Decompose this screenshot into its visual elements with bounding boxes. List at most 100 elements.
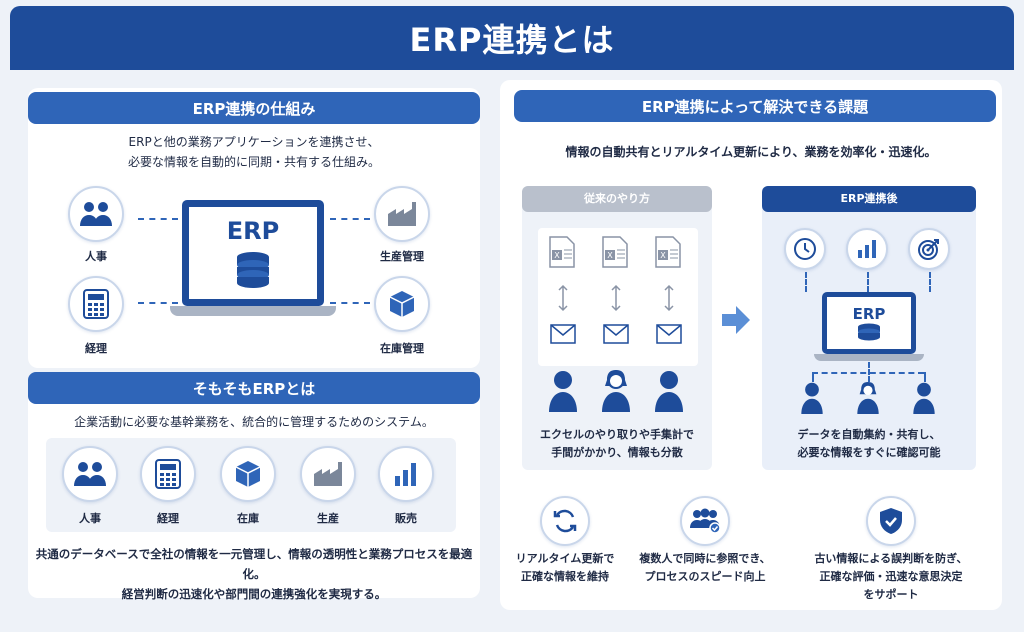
jinji-node bbox=[68, 186, 124, 242]
benefit-2-line3: をサポート bbox=[863, 588, 919, 601]
clock-icon bbox=[794, 238, 816, 260]
benefit-collab-text: 複数人で同時に参照でき、 プロセスのスピード向上 bbox=[624, 550, 786, 586]
benefit-decision-text: 古い情報による誤判断を防ぎ、 正確な評価・迅速な意思決定 をサポート bbox=[806, 550, 976, 604]
module-hanbai bbox=[378, 446, 434, 502]
mail-icon bbox=[656, 324, 682, 348]
calculator-icon bbox=[83, 289, 109, 319]
after-caption: データを自動集約・共有し、 必要な情報をすぐに確認可能 bbox=[762, 426, 976, 462]
jinji-label: 人事 bbox=[85, 250, 107, 263]
benefit-2-line2: 正確な評価・迅速な意思決定 bbox=[819, 570, 963, 583]
double-arrow-icon bbox=[663, 284, 675, 316]
connector-clock bbox=[805, 272, 807, 292]
bar-chart-icon bbox=[858, 240, 876, 258]
benefit-realtime-text: リアルタイム更新で 正確な情報を維持 bbox=[500, 550, 630, 586]
zaiko-node bbox=[374, 276, 430, 332]
after-heading-bg bbox=[762, 186, 976, 212]
erp-overview-footer: 共通のデータベースで全社の情報を一元管理し、情報の透明性と業務プロセスを最適化。… bbox=[28, 544, 480, 604]
benefit-0-line2: 正確な情報を維持 bbox=[521, 570, 609, 583]
bar-chart-icon bbox=[395, 463, 416, 486]
after-erp-label: ERP bbox=[852, 305, 886, 323]
connector-chart bbox=[867, 272, 869, 292]
before-caption-line1: エクセルのやり取りや手集計で bbox=[540, 428, 694, 441]
module-label-4: 販売 bbox=[395, 512, 417, 525]
connector-keiri bbox=[138, 302, 178, 304]
factory-icon bbox=[314, 462, 342, 486]
box-icon bbox=[389, 291, 415, 317]
clock-node bbox=[784, 228, 826, 270]
after-heading: ERP連携後 bbox=[840, 192, 898, 205]
erp-laptop-screen: ERP bbox=[182, 200, 324, 306]
double-arrow-icon bbox=[610, 284, 622, 316]
person-icon bbox=[912, 382, 936, 418]
title-bar: ERP連携とは bbox=[10, 6, 1014, 70]
seisan-label: 生産管理 bbox=[380, 250, 424, 263]
person-icon bbox=[548, 370, 578, 416]
zaiko-label: 在庫管理 bbox=[380, 342, 424, 355]
person-icon bbox=[800, 382, 824, 418]
mechanism-desc-line1: ERPと他の業務アプリケーションを連携させ、 bbox=[128, 135, 380, 149]
solutions-heading: ERP連携によって解決できる課題 bbox=[514, 90, 996, 122]
module-label-3: 生産 bbox=[317, 512, 339, 525]
mechanism-heading: ERP連携の仕組み bbox=[28, 92, 480, 124]
people-icon bbox=[80, 202, 112, 226]
benefit-0-line1: リアルタイム更新で bbox=[515, 552, 615, 565]
erp-overview-desc: 企業活動に必要な基幹業務を、統合的に管理するためのシステム。 bbox=[74, 415, 434, 429]
calculator-icon bbox=[155, 459, 181, 489]
connector-jinji bbox=[138, 218, 178, 220]
target-icon bbox=[918, 239, 939, 260]
module-keiri bbox=[140, 446, 196, 502]
transition-arrow-icon bbox=[720, 304, 752, 340]
excel-icon: X bbox=[654, 236, 682, 272]
module-zaiko bbox=[220, 446, 276, 502]
module-label-2: 在庫 bbox=[237, 512, 259, 525]
benefit-realtime bbox=[540, 496, 590, 546]
before-heading: 従来のやり方 bbox=[584, 192, 650, 205]
module-seisan bbox=[300, 446, 356, 502]
module-jinji bbox=[62, 446, 118, 502]
keiri-label: 経理 bbox=[85, 342, 107, 355]
benefit-2-line1: 古い情報による誤判断を防ぎ、 bbox=[814, 552, 968, 565]
box-icon bbox=[235, 461, 261, 487]
person-icon bbox=[654, 370, 684, 416]
before-heading-bg bbox=[522, 186, 712, 212]
erp-laptop-base bbox=[170, 306, 336, 316]
after-erp-base bbox=[814, 354, 924, 361]
mechanism-desc: ERPと他の業務アプリケーションを連携させ、 必要な情報を自動的に同期・共有する… bbox=[28, 132, 480, 172]
connector-user-left bbox=[812, 372, 814, 382]
before-caption-line2: 手間がかかり、情報も分散 bbox=[551, 446, 683, 459]
svg-text:X: X bbox=[660, 251, 666, 260]
benefit-collab bbox=[680, 496, 730, 546]
connector-seisan bbox=[330, 218, 370, 220]
mail-icon bbox=[603, 324, 629, 348]
module-label-1: 経理 bbox=[157, 512, 179, 525]
after-caption-line2: 必要な情報をすぐに確認可能 bbox=[797, 446, 941, 459]
keiri-node bbox=[68, 276, 124, 332]
shield-check-icon bbox=[880, 508, 902, 534]
chart-node bbox=[846, 228, 888, 270]
team-check-icon bbox=[690, 508, 721, 534]
connector-zaiko bbox=[330, 302, 370, 304]
person-icon bbox=[601, 370, 631, 416]
connector-target bbox=[929, 272, 931, 292]
factory-icon bbox=[388, 202, 416, 226]
person-icon bbox=[856, 382, 880, 418]
database-icon bbox=[858, 323, 880, 341]
target-node bbox=[908, 228, 950, 270]
svg-text:X: X bbox=[554, 251, 560, 260]
svg-text:X: X bbox=[607, 251, 613, 260]
benefit-decision bbox=[866, 496, 916, 546]
double-arrow-icon bbox=[557, 284, 569, 316]
people-icon bbox=[74, 462, 106, 486]
erp-overview-heading: そもそもERPとは bbox=[28, 372, 480, 404]
module-label-0: 人事 bbox=[79, 512, 101, 525]
benefit-1-line2: プロセスのスピード向上 bbox=[644, 570, 766, 583]
after-erp-screen: ERP bbox=[822, 292, 916, 354]
mail-icon bbox=[550, 324, 576, 348]
benefit-1-line1: 複数人で同時に参照でき、 bbox=[639, 552, 771, 565]
database-icon bbox=[237, 252, 269, 288]
before-caption: エクセルのやり取りや手集計で 手間がかかり、情報も分散 bbox=[522, 426, 712, 462]
solutions-desc: 情報の自動共有とリアルタイム更新により、業務を効率化・迅速化。 bbox=[565, 145, 937, 159]
erp-overview-footer-line1: 共通のデータベースで全社の情報を一元管理し、情報の透明性と業務プロセスを最適化。 bbox=[35, 547, 473, 581]
page-title: ERP連携とは bbox=[409, 21, 615, 59]
mechanism-desc-line2: 必要な情報を自動的に同期・共有する仕組み。 bbox=[127, 155, 380, 169]
